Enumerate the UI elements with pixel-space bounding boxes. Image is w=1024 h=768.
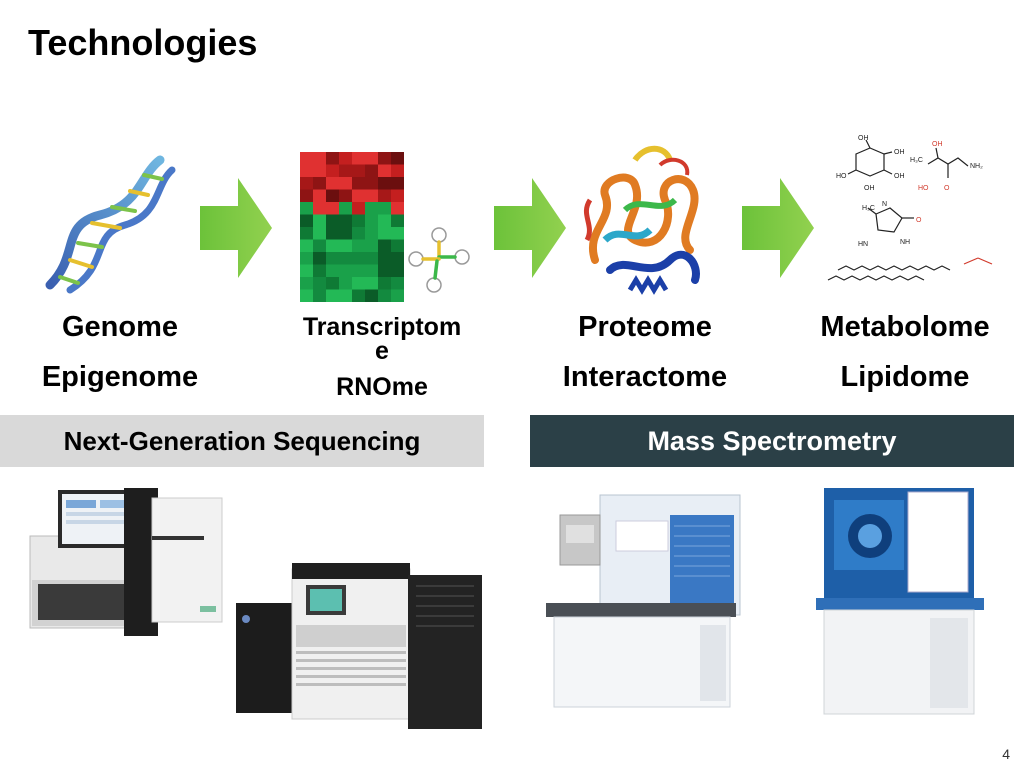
lipidome-label: Lipidome — [840, 361, 970, 393]
svg-text:N: N — [882, 201, 887, 208]
sequencer-machine-icon — [232, 555, 488, 735]
rnome-label: RNOme — [336, 373, 428, 401]
transcriptome-label-part2: e — [375, 337, 389, 365]
svg-text:OH: OH — [894, 173, 905, 180]
transcriptome-label-part1: Transcriptom — [302, 313, 462, 341]
slide-title: Technologies — [28, 22, 258, 63]
svg-text:O: O — [944, 185, 950, 192]
svg-text:OH: OH — [894, 149, 905, 156]
svg-text:HO: HO — [836, 173, 847, 180]
dna-helix-icon — [40, 155, 180, 295]
molecule-structures-icon: OH OH HO OH OH H₃C NH₂ H₃C N HN NH OH HO… — [818, 132, 1008, 292]
sequencer-machine-icon — [20, 480, 230, 640]
ms-banner: Mass Spectrometry — [530, 415, 1014, 467]
svg-text:NH: NH — [900, 239, 910, 246]
epigenome-label: Epigenome — [41, 361, 199, 393]
mass-spectrometer-icon — [810, 480, 990, 720]
svg-text:HN: HN — [858, 241, 868, 248]
svg-text:HO: HO — [918, 185, 929, 192]
svg-text:O: O — [916, 217, 922, 224]
svg-text:NH₂: NH₂ — [970, 163, 983, 170]
svg-text:H₃C: H₃C — [910, 157, 923, 164]
genome-label: Genome — [61, 311, 179, 343]
ms-banner-label: Mass Spectrometry — [647, 425, 897, 456]
molecule-label: OH — [858, 135, 869, 142]
transcriptome-label-group: Transcriptom e RNOme — [282, 314, 482, 412]
svg-text:OH: OH — [932, 141, 943, 148]
metabolome-label-group: Metabolome Lipidome — [800, 302, 1010, 402]
protein-structure-icon — [575, 140, 715, 310]
arrow-icon — [494, 178, 566, 278]
interactome-label: Interactome — [562, 361, 728, 393]
ngs-banner: Next-Generation Sequencing — [0, 415, 484, 467]
proteome-label-group: Proteome Interactome — [545, 302, 745, 402]
proteome-label: Proteome — [578, 311, 712, 343]
genome-label-group: Genome Epigenome — [20, 302, 220, 402]
metabolome-label: Metabolome — [820, 311, 990, 343]
rna-structure-icon — [404, 225, 474, 295]
svg-text:OH: OH — [864, 185, 875, 192]
arrow-icon — [742, 178, 814, 278]
mass-spectrometer-icon — [540, 485, 750, 715]
page-number: 4 — [1002, 746, 1010, 762]
arrow-icon — [200, 178, 272, 278]
ngs-banner-label: Next-Generation Sequencing — [63, 425, 421, 456]
heatmap-icon — [300, 152, 404, 302]
svg-text:H₃C: H₃C — [862, 205, 875, 212]
